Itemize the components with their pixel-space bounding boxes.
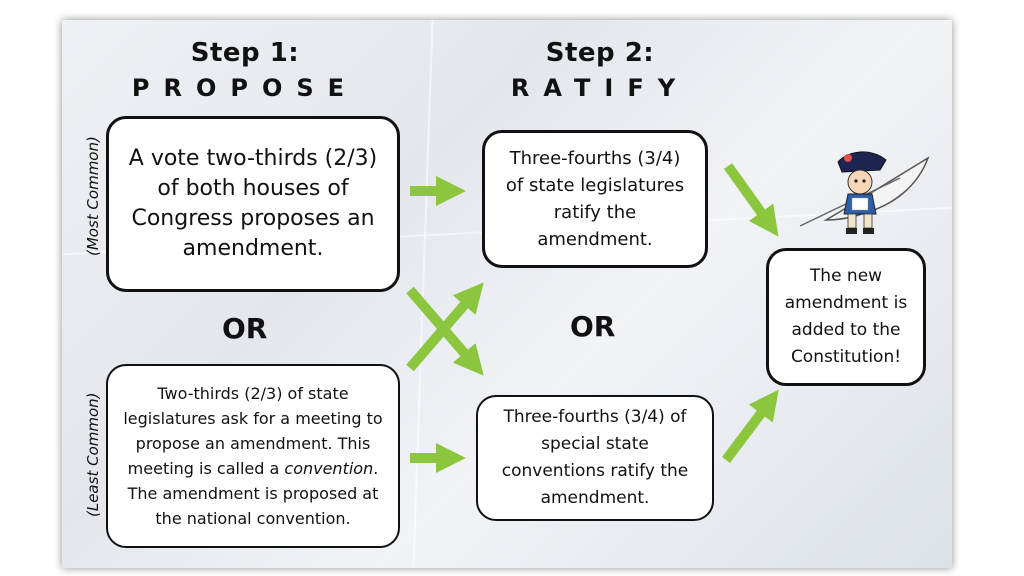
box-result-text: The new amendment is added to the Consti… [784, 266, 908, 367]
step1-word: PROPOSE [131, 74, 359, 102]
box-result: The new amendment is added to the Consti… [766, 248, 926, 386]
box-propose-convention: Two-thirds (2/3) of state legislatures a… [106, 364, 400, 548]
step2-title: Step 2: [545, 38, 655, 68]
quill-pen-character-icon [799, 151, 930, 234]
arrow-conventions-to-result [722, 389, 779, 463]
box-propose-convention-text: Two-thirds (2/3) of state legislatures a… [123, 384, 383, 528]
box-propose-congress: A vote two-thirds (2/3) of both houses o… [106, 116, 400, 292]
arrow-legislatures-to-result [723, 163, 779, 237]
step2-header: Step 2: RATIFY [490, 38, 710, 102]
convention-term: convention [284, 459, 374, 478]
box-ratify-legislatures: Three-fourths (3/4) of state legislature… [482, 130, 708, 268]
arrow-convention-to-legislatures [406, 282, 484, 372]
or-label-propose: OR [222, 312, 268, 345]
step1-title: Step 1: [190, 38, 300, 68]
box-propose-congress-text: A vote two-thirds (2/3) of both houses o… [128, 146, 378, 261]
step2-word: RATIFY [510, 74, 690, 102]
or-label-ratify: OR [570, 310, 616, 343]
step1-header: Step 1: PROPOSE [130, 38, 360, 102]
box-ratify-conventions: Three-fourths (3/4) of special state con… [476, 395, 714, 521]
box-ratify-conventions-text: Three-fourths (3/4) of special state con… [501, 407, 689, 508]
box-ratify-legislatures-text: Three-fourths (3/4) of state legislature… [505, 148, 685, 250]
